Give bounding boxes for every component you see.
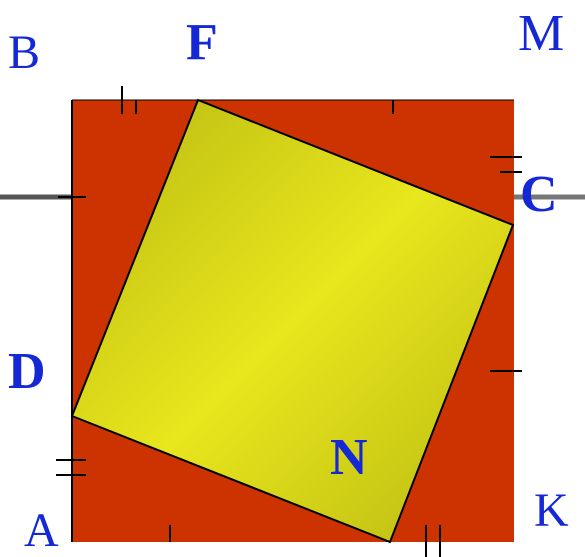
label-m: M (518, 5, 564, 62)
inner-square (70, 98, 515, 544)
tick-marks (56, 86, 522, 557)
label-c: C (520, 166, 558, 223)
label-d: D (8, 343, 46, 400)
label-n: N (330, 429, 368, 486)
label-b: B (8, 26, 40, 79)
label-k: K (534, 484, 569, 537)
label-f: F (186, 14, 218, 71)
label-a: A (24, 504, 59, 557)
